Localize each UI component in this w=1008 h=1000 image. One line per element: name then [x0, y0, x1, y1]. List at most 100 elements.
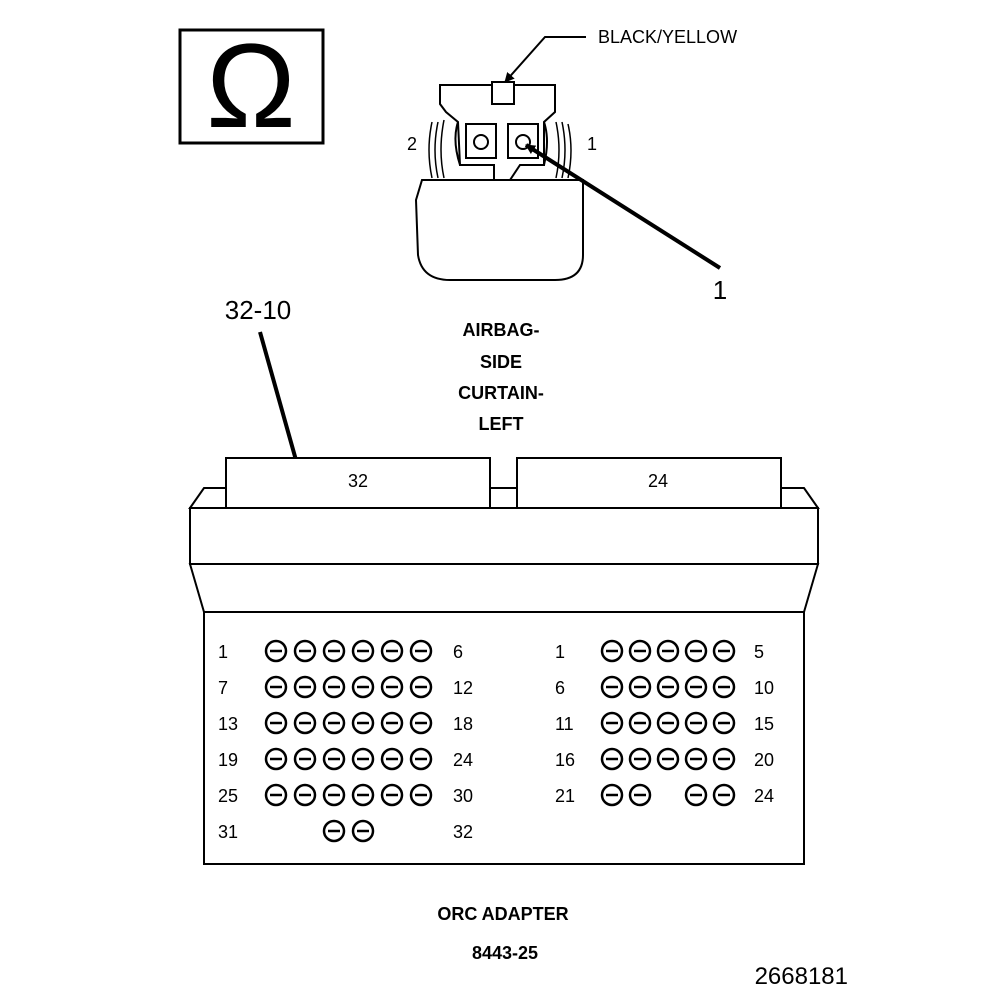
right-row-end-label: 5 [754, 642, 764, 662]
right-cavity [656, 747, 680, 771]
left-cavity [322, 675, 346, 699]
left-cavity [264, 675, 288, 699]
adapter-tab-left-label: 32 [348, 471, 368, 491]
left-row-end-label: 12 [453, 678, 473, 698]
right-cavity [656, 711, 680, 735]
left-cavity [380, 711, 404, 735]
svg-text:SIDE: SIDE [480, 352, 522, 372]
left-cavity [351, 639, 375, 663]
pin-label-2: 2 [407, 134, 417, 154]
left-cavity [264, 747, 288, 771]
left-cavity [351, 675, 375, 699]
left-row-start-label: 19 [218, 750, 238, 770]
right-row-start-label: 1 [555, 642, 565, 662]
ohm-symbol: Ω [206, 19, 296, 153]
right-row-start-label: 16 [555, 750, 575, 770]
component-title: AIRBAG- SIDE CURTAIN- LEFT [458, 320, 544, 434]
right-cavity [628, 747, 652, 771]
left-row-start-label: 31 [218, 822, 238, 842]
right-cavity [684, 783, 708, 807]
left-cavity-grid: 1 6 7 12 13 18 19 24 25 30 31 32 [218, 639, 473, 843]
svg-text:CURTAIN-: CURTAIN- [458, 383, 544, 403]
right-cavity [628, 783, 652, 807]
adapter-tab-right [516, 457, 782, 509]
right-row-start-label: 11 [555, 714, 574, 734]
left-cavity [380, 747, 404, 771]
connector-callout: 1 [713, 275, 727, 305]
left-cavity [351, 711, 375, 735]
right-cavity [628, 639, 652, 663]
figure-number: 2668181 [755, 963, 848, 990]
right-cavity [628, 675, 652, 699]
connector-callout-leader [524, 143, 722, 270]
right-row-end-label: 10 [754, 678, 774, 698]
right-cavity [600, 639, 624, 663]
adapter-tab-left [225, 457, 491, 509]
right-cavity [600, 783, 624, 807]
left-cavity [380, 783, 404, 807]
left-cavity [293, 639, 317, 663]
pin-label-1: 1 [587, 134, 597, 154]
svg-text:AIRBAG-: AIRBAG- [463, 320, 540, 340]
terminal-2 [473, 134, 489, 150]
right-cavity [656, 675, 680, 699]
right-row-end-label: 24 [754, 786, 774, 806]
right-cavity [684, 711, 708, 735]
left-row-end-label: 6 [453, 642, 463, 662]
left-cavity [351, 783, 375, 807]
left-cavity [264, 783, 288, 807]
right-cavity [712, 711, 736, 735]
left-cavity [409, 747, 433, 771]
right-row-start-label: 21 [555, 786, 575, 806]
left-cavity [322, 783, 346, 807]
left-cavity [409, 639, 433, 663]
right-cavity [600, 675, 624, 699]
right-cavity [684, 639, 708, 663]
right-cavity [712, 783, 736, 807]
ohmmeter-icon: Ω [178, 19, 325, 153]
adapter-tab-right-label: 24 [648, 471, 668, 491]
right-cavity [712, 747, 736, 771]
right-cavity [600, 711, 624, 735]
left-cavity [264, 639, 288, 663]
left-cavity [351, 819, 375, 843]
right-cavity [684, 747, 708, 771]
wire-color-leader [504, 36, 586, 83]
left-cavity [409, 711, 433, 735]
right-cavity [712, 639, 736, 663]
adapter-number: 8443-25 [472, 943, 538, 963]
left-row-end-label: 32 [453, 822, 473, 842]
right-cavity [628, 711, 652, 735]
left-cavity [293, 783, 317, 807]
right-cavity [684, 675, 708, 699]
adapter-name: ORC ADAPTER [437, 904, 568, 924]
left-cavity [322, 819, 346, 843]
left-cavity [351, 747, 375, 771]
right-cavity [656, 639, 680, 663]
left-cavity [293, 675, 317, 699]
svg-text:LEFT: LEFT [479, 414, 524, 434]
wire-color-label: BLACK/YELLOW [598, 27, 737, 47]
left-cavity [293, 711, 317, 735]
left-row-end-label: 24 [453, 750, 473, 770]
left-row-start-label: 25 [218, 786, 238, 806]
left-row-start-label: 1 [218, 642, 228, 662]
left-cavity [293, 747, 317, 771]
left-row-start-label: 13 [218, 714, 238, 734]
right-row-start-label: 6 [555, 678, 565, 698]
left-cavity [409, 783, 433, 807]
left-row-end-label: 18 [453, 714, 473, 734]
adapter-callout: 32-10 [225, 295, 292, 325]
left-cavity [322, 747, 346, 771]
left-row-start-label: 7 [218, 678, 228, 698]
left-row-end-label: 30 [453, 786, 473, 806]
right-cavity [712, 675, 736, 699]
right-row-end-label: 20 [754, 750, 774, 770]
left-cavity [409, 675, 433, 699]
left-cavity [322, 639, 346, 663]
left-cavity [322, 711, 346, 735]
right-row-end-label: 15 [754, 714, 774, 734]
airbag-connector [414, 81, 584, 281]
